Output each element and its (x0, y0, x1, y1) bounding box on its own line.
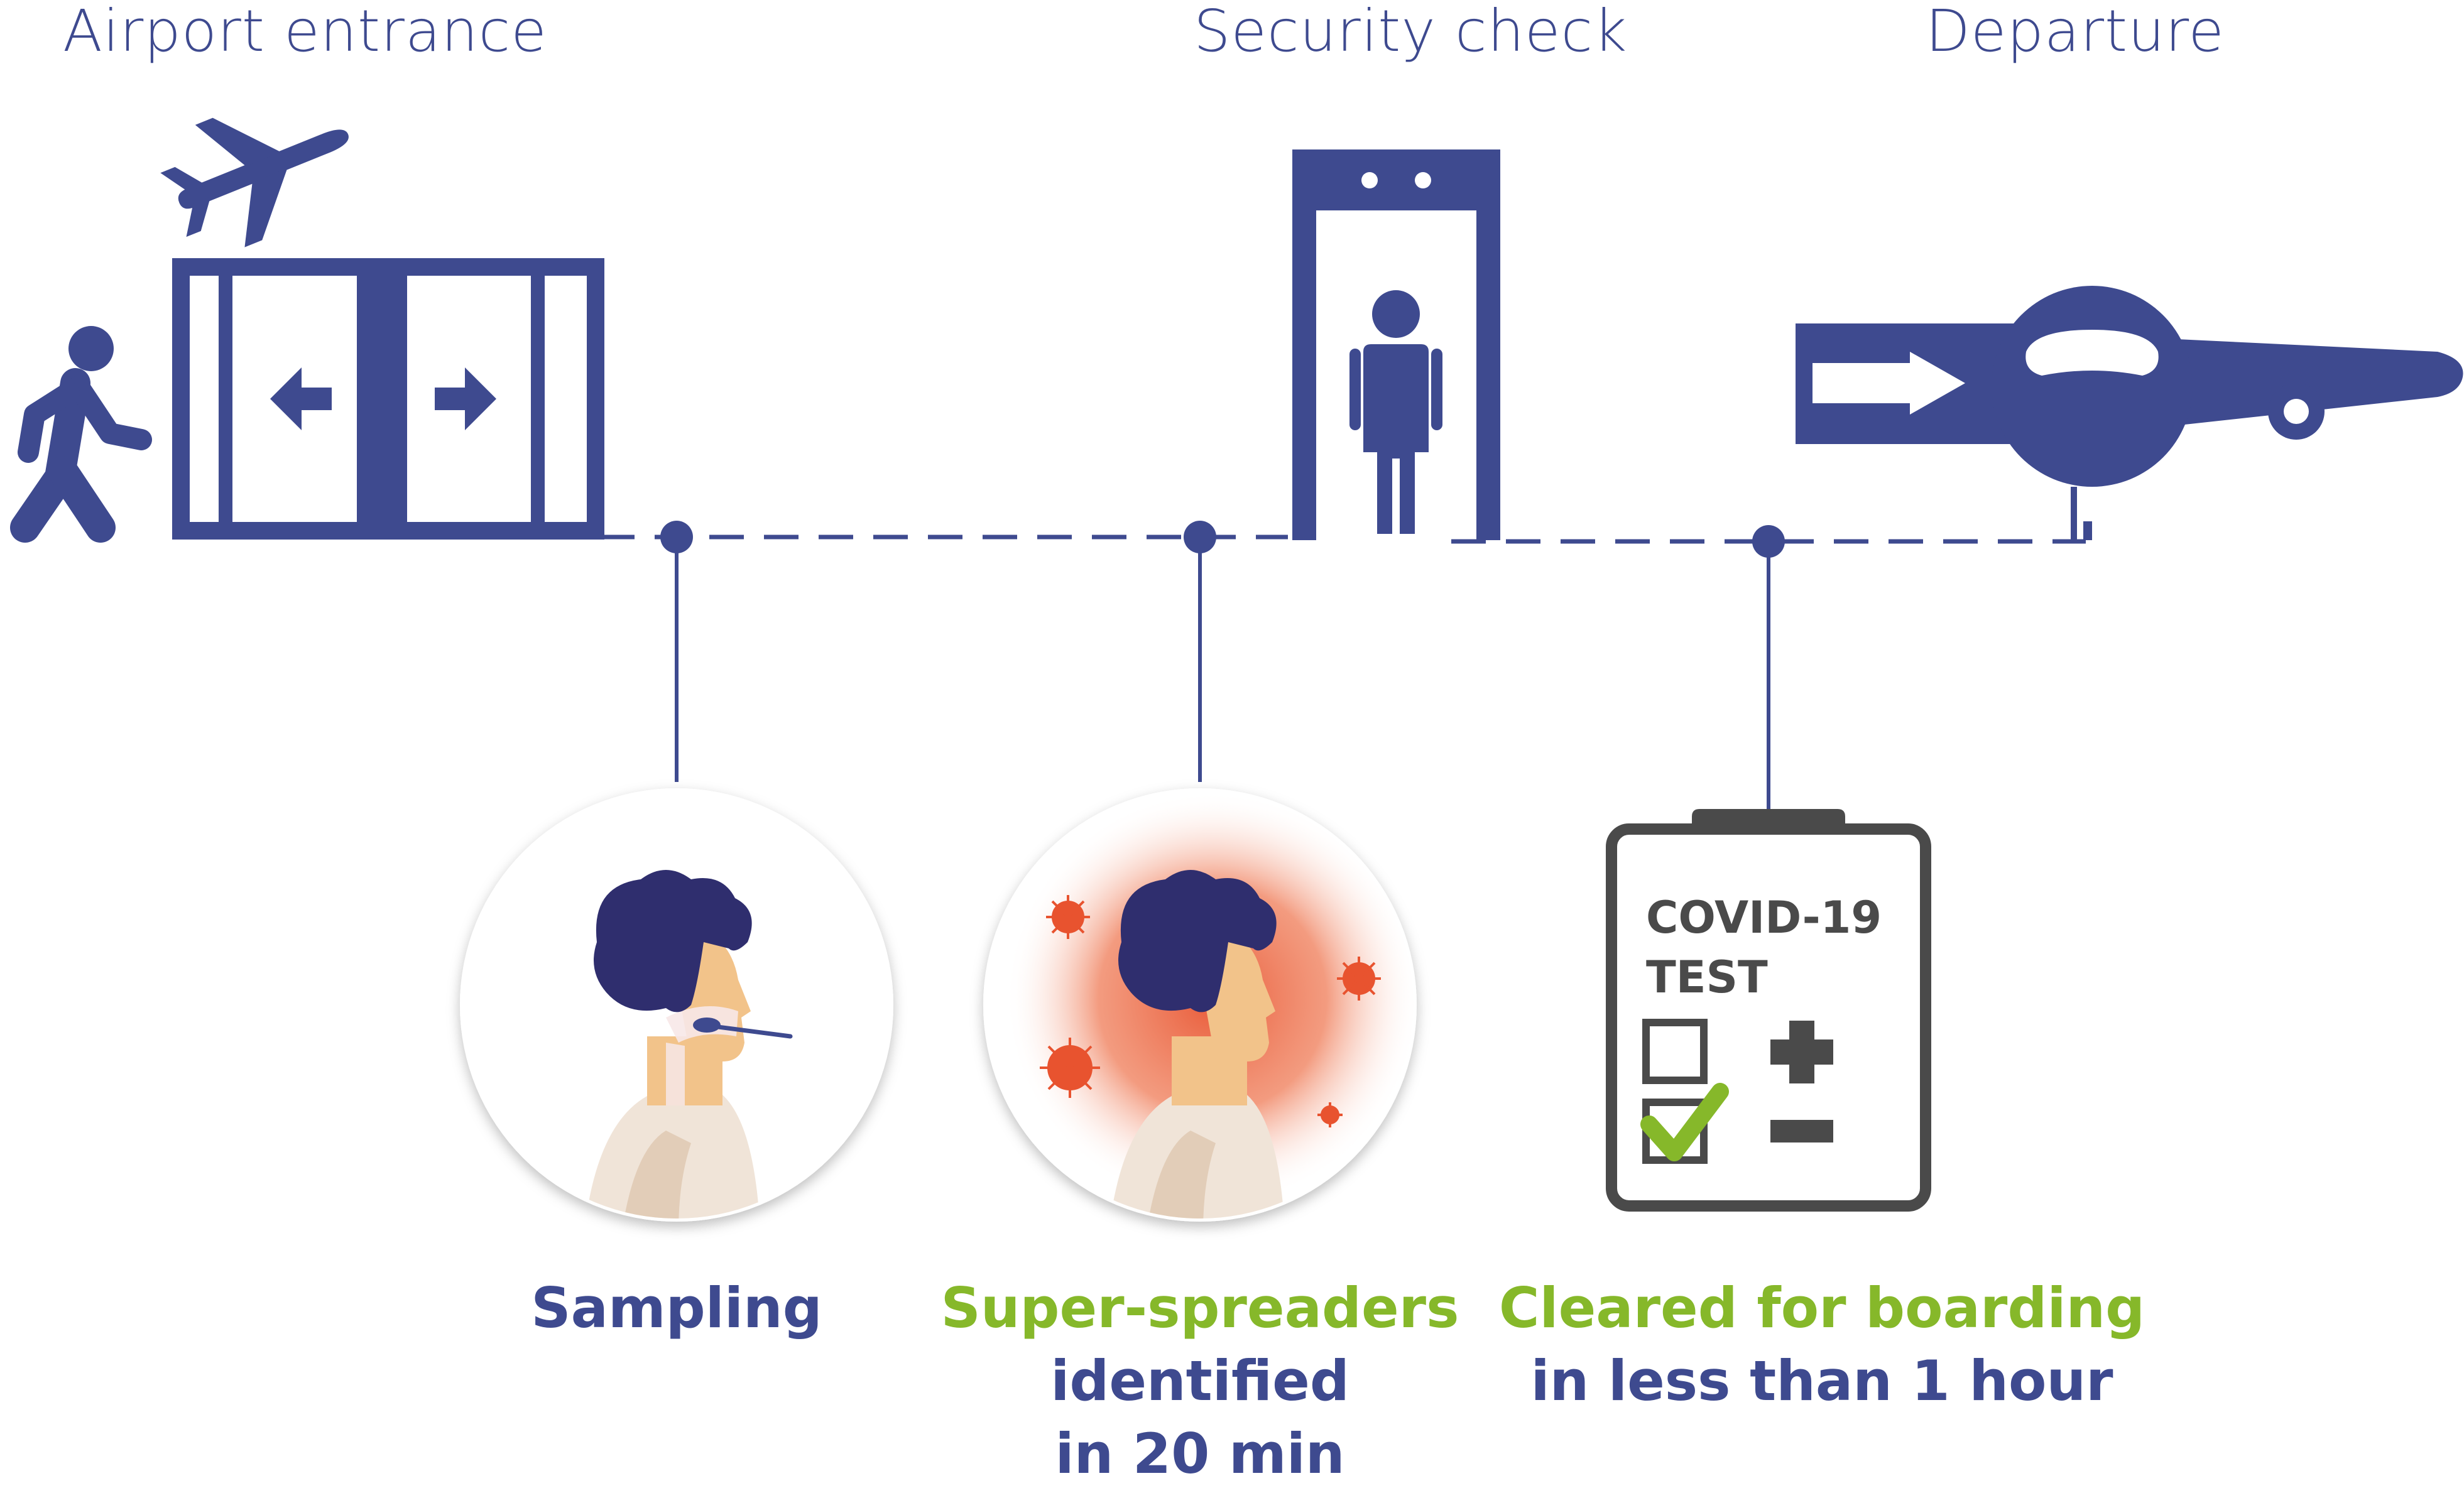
virus-icon (1040, 895, 1381, 1127)
stage-title-airport-entrance: Airport entrance (63, 0, 547, 65)
minus-icon (1770, 1120, 1833, 1142)
walking-person-icon (10, 326, 152, 543)
sliding-door-icon (172, 258, 604, 540)
check-icon (1640, 1083, 1729, 1161)
caption-cleared: Cleared for boarding in less than 1 hour (1464, 1272, 2180, 1418)
test-title-line1: COVID-19 (1646, 892, 1882, 943)
stage-title-departure: Departure (1926, 0, 2225, 65)
security-scanner-icon (1292, 149, 1500, 540)
caption-sampling: Sampling (520, 1272, 834, 1345)
caption-cleared-line1: Cleared for boarding (1498, 1276, 2145, 1340)
stage-title-security-check: Security check (1194, 0, 1628, 65)
caption-sampling-text: Sampling (531, 1276, 822, 1340)
plus-icon (1770, 1021, 1833, 1083)
positive-checkbox (1642, 1019, 1708, 1084)
caption-super-spreaders-line3: in 20 min (1055, 1421, 1345, 1486)
clipboard-icon: COVID-19 TEST (1606, 809, 1931, 1212)
marker-super-spreaders (1184, 521, 1216, 553)
test-title-line2: TEST (1646, 952, 1768, 1003)
timeline (600, 535, 2086, 544)
swab-sampling-icon (460, 788, 893, 1222)
timeline-markers (660, 521, 1785, 810)
airplane-front-icon (1796, 286, 2463, 540)
marker-cleared (1752, 525, 1785, 558)
caption-super-spreaders: Super-spreaders identified in 20 min (917, 1272, 1483, 1490)
airplane-icon (160, 117, 349, 247)
caption-cleared-line2: in less than 1 hour (1530, 1349, 2113, 1413)
standing-person-icon (1349, 290, 1442, 534)
marker-sampling (660, 521, 693, 553)
caption-super-spreaders-line2: identified (1050, 1349, 1349, 1413)
infected-person-icon (983, 788, 1417, 1222)
caption-super-spreaders-line1: Super-spreaders (940, 1276, 1459, 1340)
